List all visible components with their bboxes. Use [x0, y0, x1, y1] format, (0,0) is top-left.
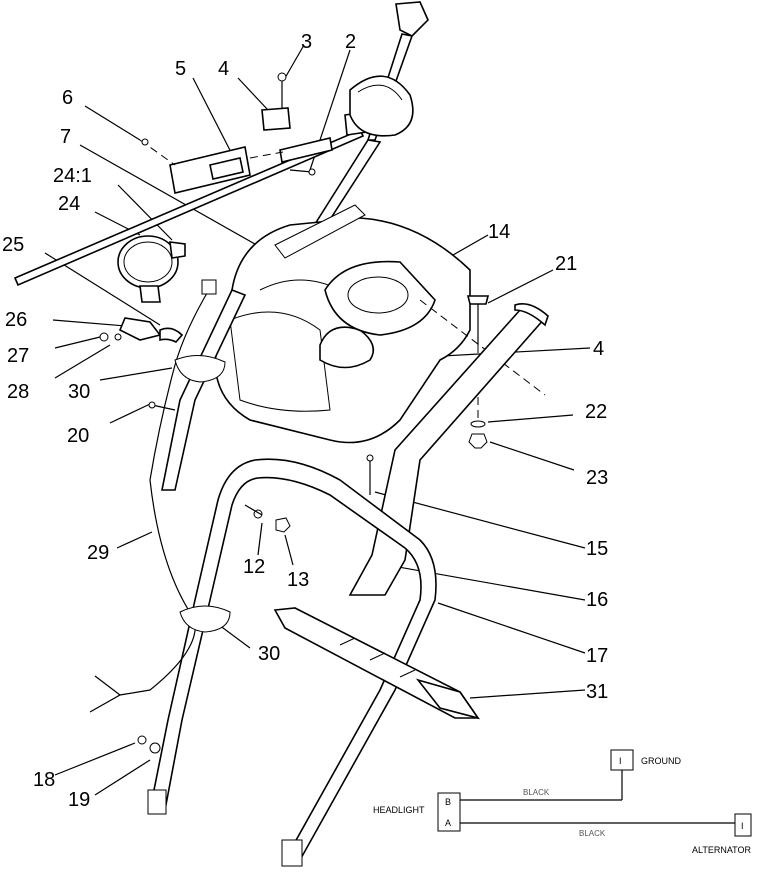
headlight-label: HEADLIGHT — [373, 805, 425, 815]
upper-handle-left — [161, 288, 247, 491]
wire-harness — [89, 279, 231, 713]
terminal-b: B — [445, 797, 451, 807]
callout-16: 16 — [586, 589, 608, 611]
callout-27: 27 — [7, 345, 29, 367]
wire-a-color: BLACK — [579, 829, 606, 838]
wire-b-color: BLACK — [523, 788, 550, 797]
callout-29: 29 — [87, 542, 109, 564]
callout-31: 31 — [586, 681, 608, 703]
callout-23: 23 — [586, 467, 608, 489]
callout-15: 15 — [586, 538, 608, 560]
terminal-a: A — [445, 818, 451, 828]
dash-panel — [214, 204, 546, 444]
callout-20: 20 — [67, 425, 89, 447]
callout-30-top: 30 — [68, 381, 90, 403]
callout-5: 5 — [175, 58, 186, 80]
alternator-connector-label: I — [741, 821, 744, 831]
ground-label: GROUND — [641, 756, 681, 766]
hardware-left — [99, 317, 291, 754]
callout-14: 14 — [488, 221, 510, 243]
chute-crank — [273, 607, 480, 720]
callout-30-bottom: 30 — [258, 643, 280, 665]
wiring-schematic: I GROUND BLACK B A HEADLIGHT BLACK I ALT… — [373, 749, 752, 855]
headlight — [117, 235, 186, 303]
callout-19: 19 — [68, 789, 90, 811]
callout-4-right: 4 — [593, 338, 604, 360]
callout-26: 26 — [5, 309, 27, 331]
callout-6: 6 — [62, 87, 73, 109]
callout-12: 12 — [243, 556, 265, 578]
callout-18: 18 — [33, 769, 55, 791]
callout-24: 24 — [58, 193, 80, 215]
ground-connector — [610, 749, 634, 771]
callout-3: 3 — [301, 31, 312, 53]
callout-4-top: 4 — [218, 58, 229, 80]
ground-connector-label: I — [619, 756, 622, 766]
hardware-right — [366, 295, 490, 495]
shift-lever — [308, 1, 429, 236]
callout-2: 2 — [345, 31, 356, 53]
callout-28: 28 — [7, 381, 29, 403]
callout-24-1: 24:1 — [53, 165, 92, 187]
callout-22: 22 — [585, 401, 607, 423]
alternator-connector — [734, 813, 752, 837]
callout-17: 17 — [586, 645, 608, 667]
lower-handle — [147, 458, 437, 867]
headlight-connector — [437, 792, 461, 832]
callout-13: 13 — [287, 569, 309, 591]
callout-7: 7 — [60, 126, 71, 148]
alternator-label: ALTERNATOR — [692, 845, 752, 855]
callout-labels: 3 2 5 4 6 7 24:1 24 14 21 25 26 27 4 28 … — [2, 31, 608, 811]
callout-21: 21 — [555, 253, 577, 275]
callout-25: 25 — [2, 234, 24, 256]
